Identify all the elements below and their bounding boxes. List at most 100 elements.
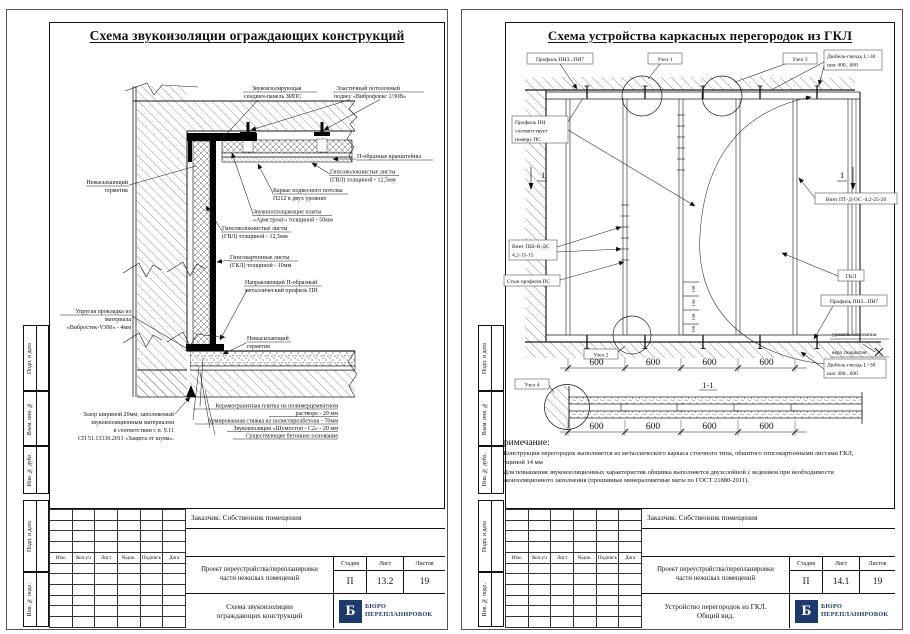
label-zvukopogl: Звукопоглощающие плиты (253, 210, 321, 216)
strip-label: Подп. и дата (482, 342, 488, 374)
annotation-texts: Профиль ПН3...ПН7 Узел 1 Узел 3 Дюбель-г… (507, 53, 887, 389)
dimension-texts: 600 600 600 600 600 600 600 600 1-1 1 1 … (541, 170, 844, 432)
rev-header: Подпись (139, 551, 164, 564)
dowel-pins (584, 85, 820, 349)
svg-text:600: 600 (646, 422, 661, 432)
svg-text:1: 1 (840, 170, 844, 180)
label-verh: верх покрытия (832, 350, 867, 356)
strip-label: Взам. инв. № (27, 401, 33, 436)
logo-mark-icon: Б (339, 599, 362, 623)
strip-box: Подп. и дата (23, 325, 49, 391)
notes-block: Примечание: 1. Конструкция перегородок в… (497, 438, 869, 487)
strip-label: Подп. и дата (27, 520, 33, 552)
label-uzel4: Узел 4 (525, 383, 540, 389)
svg-text:600: 600 (702, 358, 717, 368)
strip-label: Инв. № дубл. (482, 453, 488, 487)
strip-box: Инв. № дубл. (478, 446, 504, 494)
left-drawing: Звукоизолирующая сендвич-панель ЗИПС Эла… (60, 82, 433, 442)
label-uzel2: Узел 2 (594, 353, 609, 359)
rev-header: Кол.уч (71, 551, 96, 564)
rev-header: Лист (550, 551, 574, 564)
svg-text:П212 в двух уровнях: П212 в двух уровнях (273, 196, 326, 202)
rev-header: Подпись (595, 551, 620, 564)
notes-title: Примечание: (497, 438, 550, 448)
strip-box: Подп. и дата (23, 500, 49, 572)
rev-header: Изм. (49, 551, 73, 564)
sheets-total: 19 (872, 577, 883, 587)
revision-table: Изм. Кол.уч Лист №док. Подпись Дата (505, 509, 642, 628)
svg-text:герметик: герметик (105, 188, 128, 194)
floor-layers (186, 350, 356, 397)
svg-text:150: 150 (691, 285, 696, 293)
screw-ticks (621, 114, 685, 261)
level-lines (830, 338, 889, 358)
title-block: Изм. Кол.уч Лист №док. Подпись Дата Зака… (505, 508, 895, 628)
sheet-number: 13.2 (376, 577, 394, 587)
sheet-label: Лист (823, 557, 859, 571)
sheet-gkl-partitions: Схема устройства каркасных перегородок и… (455, 0, 910, 634)
svg-text:растворе - 20 мм: растворе - 20 мм (296, 411, 339, 417)
dimension-lines (560, 281, 807, 436)
v-dim: 120 (691, 325, 696, 333)
svg-text:в соответствии с п. 9.11: в соответствии с п. 9.11 (114, 428, 174, 434)
detail-circle-3 (701, 75, 743, 117)
detail-circle-1 (621, 75, 663, 117)
revision-table: Изм. Кол.уч Лист №док. Подпись Дата (49, 509, 186, 628)
project-name: Проект переустройства/перепланировки час… (642, 557, 790, 593)
detail-circles (544, 75, 743, 430)
section-marker-number: 1 (541, 170, 545, 180)
sheets-total: 19 (419, 577, 430, 587)
section-markers (528, 167, 856, 190)
svg-text:600: 600 (759, 358, 774, 368)
svg-text:номеру ПС: номеру ПС (515, 137, 541, 143)
page-border (6, 9, 448, 630)
suspended-ceiling (221, 122, 353, 163)
label-uprug: Упругая прокладка из (75, 309, 131, 315)
leader-lines (548, 61, 876, 394)
rev-header: Лист (94, 551, 118, 564)
label-uzel1: Узел 1 (658, 57, 673, 63)
page-border (461, 9, 903, 630)
label-dowel-bottom: Дюбель-гвоздь L>30 (827, 362, 876, 369)
strip-box: Подп. и дата (478, 500, 504, 572)
label-karkas: Каркас подвесного потолка (273, 188, 343, 194)
stage-label: Стадия (334, 557, 366, 571)
label-kronsh: П-образные кранштейны (357, 153, 421, 160)
label-pn-sootv: Профиль ПН (515, 119, 546, 126)
stage-value: П (802, 577, 810, 587)
label-dowel-top: Дюбель-гвоздь L>30 (827, 53, 876, 60)
label-pn37-right: Профиль ПН3...ПН7 (830, 298, 878, 305)
label-uroven: уровень основания (832, 332, 877, 338)
strip-box: Инв. № подл. (478, 572, 504, 627)
sheets-label: Листов (404, 557, 445, 571)
strip-box: Подп. и дата (478, 325, 504, 391)
strip-label: Инв. № дубл. (27, 453, 33, 487)
svg-text:шаг 400...600: шаг 400...600 (827, 63, 858, 69)
svg-text:Существующее бетонное основани: Существующее бетонное основание (246, 433, 339, 440)
label-shelves (60, 91, 433, 440)
svg-text:(ГКЛ) толщиной - 10мм: (ГКЛ) толщиной - 10мм (230, 262, 292, 269)
wall-lining (186, 133, 257, 351)
sheet-sound-insulation: Схема звукоизоляции ограждающих конструк… (6, 9, 448, 630)
svg-text:150: 150 (691, 313, 696, 321)
strip-label: Взам. инв. № (482, 401, 488, 436)
note-item: 2. Для повышения звукоизоляционных харак… (497, 468, 834, 485)
label-vint-psh: Винт ПШ-В-ДС (512, 244, 550, 250)
section-label: 1-1 (702, 380, 713, 390)
svg-text:150: 150 (691, 299, 696, 307)
label-gkl: ГКЛ (846, 274, 857, 280)
right-drawing: Профиль ПН3...ПН7 Узел 1 Узел 3 Дюбель-г… (503, 49, 898, 436)
svg-text:600: 600 (702, 422, 717, 432)
svg-text:СП 51.13330.2011 «Защита от шу: СП 51.13330.2011 «Защита от шума». (78, 436, 174, 442)
strip-box: Взам. инв. № (478, 391, 504, 446)
doc-title: Схема звукоизоляции ограждающих конструк… (186, 594, 334, 628)
dim-600: 600 (589, 358, 604, 368)
label-vint-pt: Винт ПТ-Д-ОС -4,2-25-20 (826, 197, 887, 203)
customer-row: Заказчик: Собственник помещения (642, 509, 895, 529)
customer-row: Заказчик: Собственник помещения (186, 509, 445, 529)
svg-text:600: 600 (646, 358, 661, 368)
leader-lines (128, 99, 381, 436)
